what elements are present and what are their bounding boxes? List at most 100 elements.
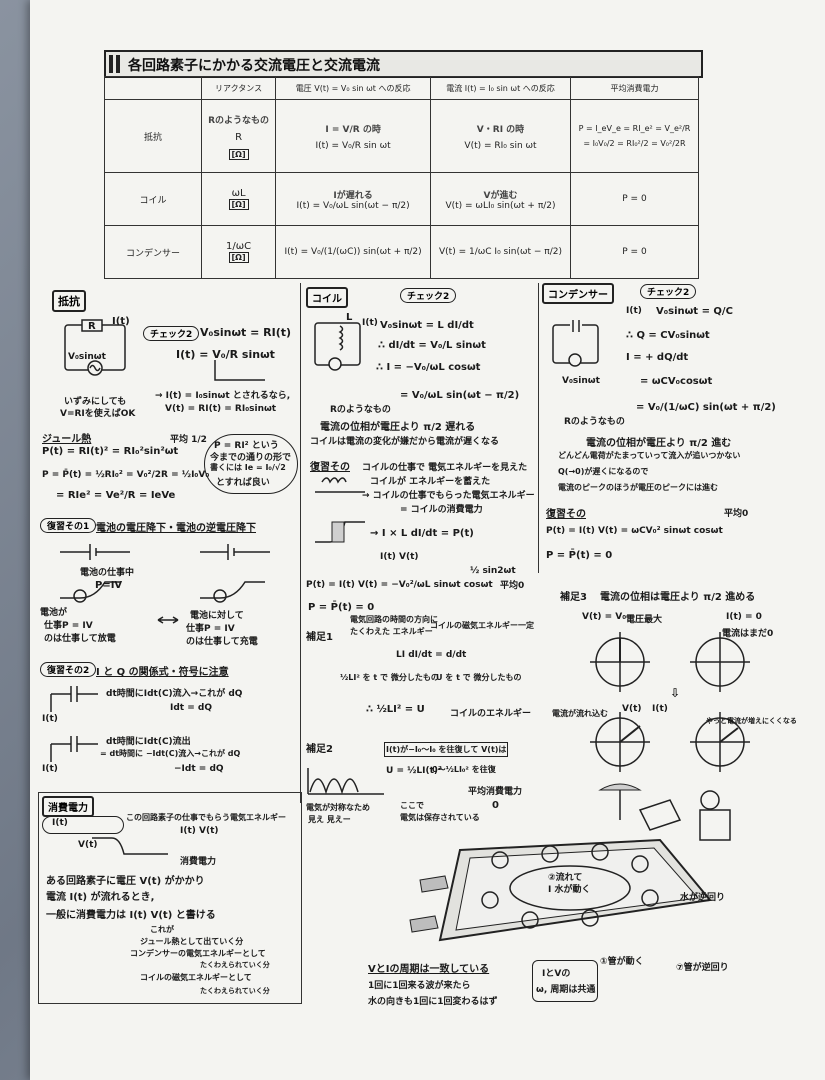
current-eq: V(t) = ωLI₀ sin(ωt + π/2) xyxy=(445,200,556,211)
note: 電流はまだ0 xyxy=(722,629,774,639)
row-name-resistor: 抵抗 xyxy=(104,99,202,173)
period-note: VとIの周期は一致している xyxy=(368,964,490,975)
pool-illustration xyxy=(409,783,731,942)
capacitor-charge-diagram xyxy=(50,686,98,762)
note: 電流のピークのほうが電圧のピークには進む xyxy=(558,483,718,492)
sup-label: 補足2 xyxy=(306,744,333,755)
note: 電池に対して xyxy=(190,611,244,621)
column-divider xyxy=(300,283,301,803)
cell-power-resistor: P = I_eV_e = RI_e² = V_e²/R = I₀V₀/2 = R… xyxy=(569,99,700,173)
review-badge: 復習その2 xyxy=(40,662,97,677)
current-note: Vが進む xyxy=(483,190,518,201)
note: → I(t) = I₀sinωt とされるなら, xyxy=(155,391,291,401)
note: ½LI² を t で 微分したもの xyxy=(340,673,439,682)
note: V=RIを使えばOK xyxy=(60,409,136,419)
note: ある回路素子に電圧 V(t) がかかり xyxy=(46,876,205,887)
inductor-label: L xyxy=(346,312,353,323)
note: 電流の位相は電圧より π/2 進める xyxy=(600,592,756,603)
note: いずみにしても xyxy=(64,397,127,407)
note: ここで xyxy=(400,801,424,810)
current-label: I(t) xyxy=(626,306,642,316)
bubble-text: P = RI² という xyxy=(214,441,279,451)
ratio-box xyxy=(532,960,598,1002)
section-heading-coil: コイル xyxy=(306,287,348,308)
equation: V₀sinωt = L dI/dt xyxy=(380,320,474,331)
equation: = V₀/ωL sin(ωt − π/2) xyxy=(400,390,520,401)
note: dt時間にIdt(C)流出 xyxy=(106,737,191,747)
table-header-voltage: 電圧 V(t) = V₀ sin ωt への反応 xyxy=(275,76,432,100)
power-eq: = I₀V₀/2 = RI₀²/2 = V₀²/2R xyxy=(583,139,686,148)
cell-reactance-capacitor: 1/ωC [Ω] xyxy=(200,225,277,279)
equation: P(t) = I(t) V(t) = ωCV₀² sinωt cosωt xyxy=(546,526,723,536)
note: 仕事P = IV xyxy=(44,621,93,631)
note: 仕事P = IV xyxy=(186,624,235,634)
equation: ∴ I = −V₀/ωL cosωt xyxy=(376,362,481,373)
phasor-diagram xyxy=(590,632,750,772)
note: −Idt = dQ xyxy=(174,764,224,774)
coil-circuit-diagram xyxy=(314,322,361,371)
react-label: Rのようなもの xyxy=(330,405,391,415)
current-label: I(t) xyxy=(42,714,58,724)
row-name-coil: コイル xyxy=(104,172,202,226)
voltage-arrow xyxy=(214,360,265,381)
reactance-value: 1/ωC xyxy=(226,241,252,252)
equation: P = P̄(t) = ½RI₀² = V₀²/2R = ½I₀V₀ xyxy=(42,470,210,480)
voltage-label: V(t) xyxy=(78,840,98,850)
equation: U = ½LI(t)² xyxy=(386,766,442,776)
it-badge xyxy=(42,816,124,834)
sup-label: 補足3 xyxy=(560,592,587,603)
note: たくわえられていく分 xyxy=(200,987,270,995)
note: 平均消費電力 xyxy=(468,787,523,797)
note: V(t) = V₀ xyxy=(582,612,627,622)
cell-reactance-coil: ωL [Ω] xyxy=(200,172,277,226)
energy-wave-graph xyxy=(307,768,384,795)
note: Q(→0)が遅くになるので xyxy=(558,467,649,476)
check-badge: チェック2 xyxy=(640,284,697,299)
coil-graph xyxy=(315,477,365,543)
note: この回路素子の仕事でもらう電気エネルギー xyxy=(126,813,286,822)
period-note: 水の向きも1回に1回変わるはず xyxy=(368,997,498,1007)
voltage-eq: I(t) = V₀/ωL sin(ωt − π/2) xyxy=(296,200,410,211)
avg-label: 平均0 xyxy=(500,581,525,591)
reactance-value: R xyxy=(235,131,243,143)
note-bubble xyxy=(204,434,298,494)
note: V(t) = RI(t) = RI₀sinωt xyxy=(165,404,277,414)
note: 見え 見えー xyxy=(308,815,351,824)
review-label: 復習その xyxy=(310,462,350,473)
voltage-eq: I(t) = V₀/R sin ωt xyxy=(315,140,391,151)
note: I(t) = 0 xyxy=(726,612,762,622)
note: I(t) xyxy=(652,704,668,714)
equation: = ωCV₀cosωt xyxy=(640,376,713,387)
resistor-circuit-diagram xyxy=(64,319,126,376)
row-name-capacitor: コンデンサー xyxy=(104,225,202,279)
note: たくわえられていく分 xyxy=(200,961,270,969)
review-badge: 復習その1 xyxy=(40,518,97,533)
bubble-text: とすれば良い xyxy=(216,478,270,488)
unit-label: [Ω] xyxy=(228,148,249,160)
resistor-label: R xyxy=(88,321,96,332)
pool-label: ①管が動く xyxy=(600,957,644,967)
equation: I = + dQ/dt xyxy=(626,352,689,363)
review-title: I と Q の関係式・符号に注意 xyxy=(96,667,229,678)
summary-table: リアクタンス 電圧 V(t) = V₀ sin ωt への反応 電流 I(t) … xyxy=(104,76,700,279)
note: コイルの磁気エネルギー一定 xyxy=(430,621,534,630)
voltage-note: Iが遅れる xyxy=(333,190,373,201)
table-title-bar: 各回路素子にかかる交流電圧と交流電流 xyxy=(104,50,703,78)
reactance-value: ωL xyxy=(231,188,246,199)
equation: LI dI/dt = d/dt xyxy=(396,650,467,660)
cell-power-coil: P = 0 xyxy=(569,172,700,226)
equation: V₀sinωt = Q/C xyxy=(656,306,733,317)
element-energy-diagram xyxy=(92,837,168,855)
equation: = RIe² = Ve²/R = IeVe xyxy=(56,490,176,501)
equation: → I × L dI/dt = P(t) xyxy=(370,528,474,539)
note: I(t) V(t) xyxy=(180,826,219,836)
unit-label: [Ω] xyxy=(228,252,249,263)
page-title: 各回路素子にかかる交流電圧と交流電流 xyxy=(128,58,380,74)
cell-reactance-resistor: Rのようなもの R [Ω] xyxy=(200,99,277,173)
note: I(t)が−I₀〜I₀ を往復して V(t)は xyxy=(384,742,509,757)
note: たくわえた エネルギー xyxy=(350,627,433,636)
equation: 0〜½LI₀² を往復 xyxy=(432,765,496,774)
ratio-note: ω, 周期は共通 xyxy=(536,985,596,995)
cell-current-capacitor: V(t) = 1/ωC I₀ sin(ωt − π/2) xyxy=(430,225,571,279)
title-mark xyxy=(116,55,120,73)
